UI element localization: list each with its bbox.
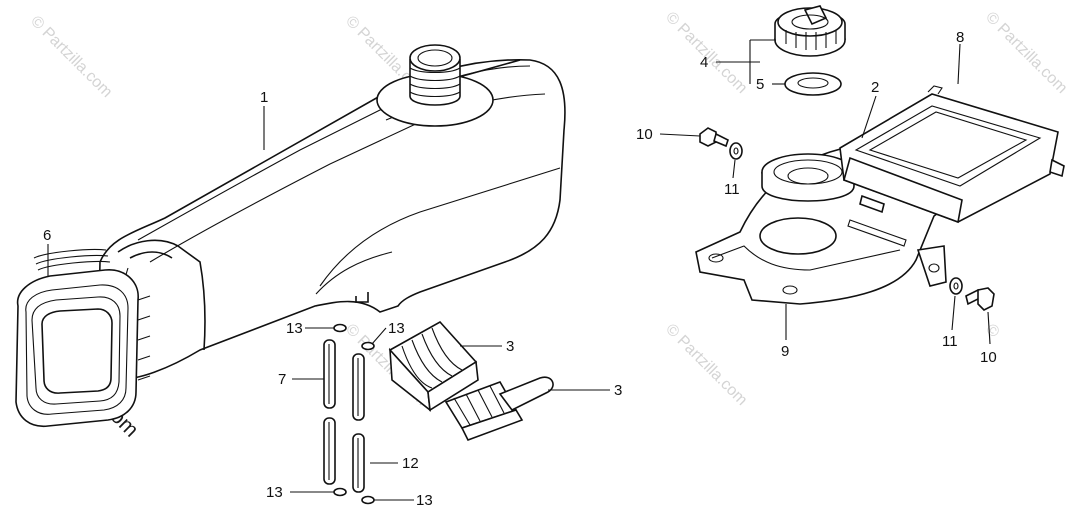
fuel-hose-part-12 — [352, 353, 365, 493]
watermark-text: © Partzilla.com — [982, 9, 1070, 97]
callout-10: 10 — [636, 126, 653, 143]
callout-13: 13 — [266, 484, 283, 501]
tank-cushion-part-3b — [444, 376, 554, 441]
cushion-part-6 — [15, 248, 151, 427]
callout-3: 3 — [506, 338, 514, 355]
callout-4: 4 — [700, 54, 708, 71]
cushion-ribs — [33, 248, 151, 381]
callout-11: 11 — [724, 181, 740, 198]
callout-5: 5 — [756, 76, 764, 93]
watermark-text: © — [982, 321, 1003, 342]
callout-1: 1 — [260, 89, 268, 106]
callout-3: 3 — [614, 382, 622, 399]
callout-6: 6 — [43, 227, 51, 244]
fuel-cap-part-4 — [774, 5, 846, 57]
tool-tray-part-8 — [839, 85, 1065, 224]
cap-gasket-part-5 — [784, 72, 842, 96]
callout-13: 13 — [416, 492, 433, 509]
callout-2: 2 — [871, 79, 879, 96]
fuel-tank-part-1 — [98, 44, 566, 380]
washer-part-11-upper — [729, 142, 743, 160]
bolt-part-10-upper — [699, 127, 729, 148]
washer-part-11-lower — [949, 277, 963, 295]
fuel-hose-part-7 — [323, 339, 336, 485]
filler-neck-threads — [409, 67, 461, 98]
watermark-text: © Partzilla.com — [662, 9, 750, 97]
hose-clips-part-13 — [333, 323, 375, 505]
callout-8: 8 — [956, 29, 964, 46]
callout-labels: 1 6 13 13 3 7 3 12 13 13 4 5 8 2 10 11 9… — [43, 29, 997, 509]
bolt-part-10-lower — [965, 287, 995, 311]
callout-13: 13 — [388, 320, 405, 337]
tank-cushion-part-3a — [388, 320, 479, 412]
watermark-text: © Partzilla.com — [662, 321, 750, 409]
callout-13: 13 — [286, 320, 303, 337]
callout-7: 7 — [278, 371, 286, 388]
leader-lines — [47, 39, 991, 501]
watermark-text: © Partzilla.com — [27, 13, 115, 101]
callout-12: 12 — [402, 455, 419, 472]
callout-11: 11 — [942, 333, 958, 350]
callout-9: 9 — [781, 343, 789, 360]
callout-10: 10 — [980, 349, 997, 366]
